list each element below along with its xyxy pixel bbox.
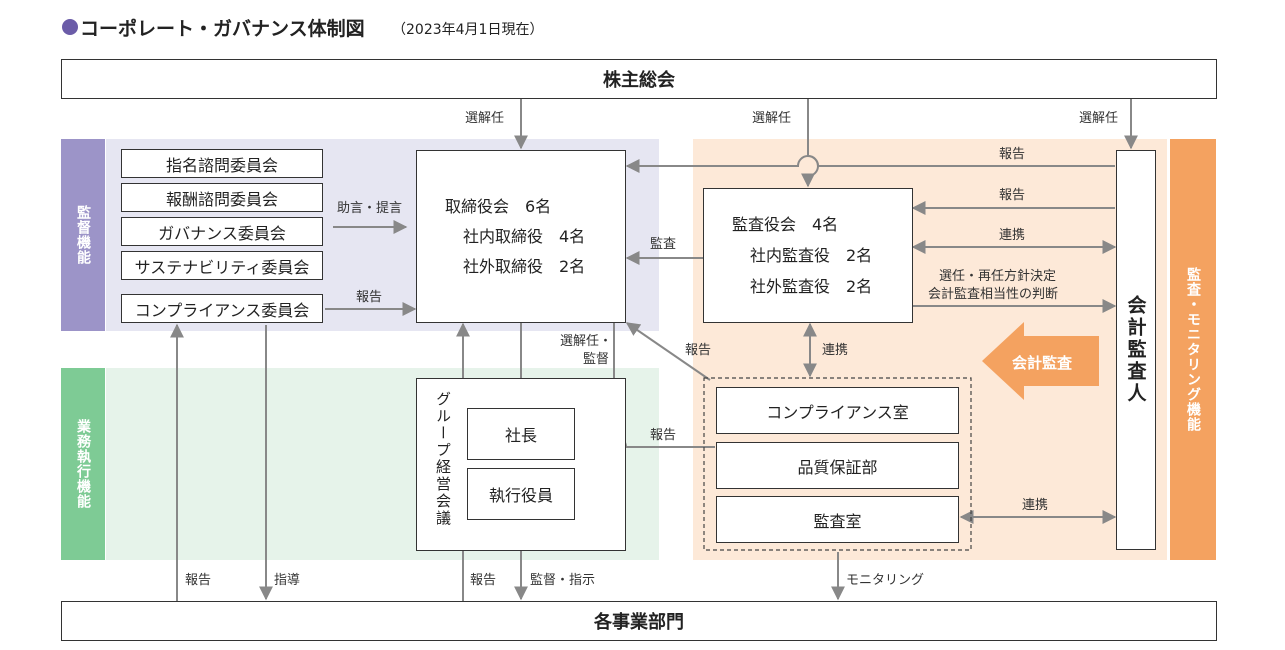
execution-sidebar: 業務執行機能 xyxy=(61,368,105,560)
sustainability-committee: サステナビリティ委員会 xyxy=(121,251,323,280)
compliance-committee: コンプライアンス委員会 xyxy=(121,294,323,323)
compensation-committee: 報酬諮問委員会 xyxy=(121,183,323,212)
label-appoint-policy-1: 選任・再任方針決定 xyxy=(939,269,1057,284)
business-divisions: 各事業部門 xyxy=(61,601,1217,641)
label-report-mid: 報告 xyxy=(685,343,712,358)
label-cooperation2: 連携 xyxy=(822,343,849,358)
supervision-sidebar: 監督機能 xyxy=(61,139,105,331)
board-external: 社外取締役 2名 xyxy=(463,256,586,276)
date-note: （2023年4月1日現在） xyxy=(392,22,544,38)
label-report-top1: 報告 xyxy=(999,147,1026,162)
label-report-top2: 報告 xyxy=(999,188,1026,203)
board-internal: 社内取締役 4名 xyxy=(463,226,586,246)
label-report-compliance: 報告 xyxy=(356,290,383,305)
nomination-committee: 指名諮問委員会 xyxy=(121,149,323,178)
governance-committee: ガバナンス委員会 xyxy=(121,217,323,246)
executive-officers: 執行役員 xyxy=(467,468,575,520)
compliance-office: コンプライアンス室 xyxy=(716,387,959,434)
label-report-bottom2: 報告 xyxy=(470,573,497,588)
label-appoint-policy-2: 会計監査相当性の判断 xyxy=(928,287,1059,302)
quality-assurance-dept: 品質保証部 xyxy=(716,442,959,489)
audit-board: 監査役会 4名 社内監査役 2名 社外監査役 2名 xyxy=(703,188,913,323)
label-elect-supervise-1: 選解任・ xyxy=(560,334,613,349)
label-monitoring: モニタリング xyxy=(846,573,925,588)
audit-board-external: 社外監査役 2名 xyxy=(750,277,873,296)
label-cooperation3: 連携 xyxy=(1022,498,1049,513)
president: 社長 xyxy=(467,408,575,460)
label-cooperation1: 連携 xyxy=(999,228,1026,243)
accounting-audit-label: 会計監査 xyxy=(1012,354,1073,372)
label-supervise-direct: 監督・指示 xyxy=(530,573,596,588)
label-elect-accounting: 選解任 xyxy=(1079,111,1119,126)
accounting-audit-arrow xyxy=(982,322,1099,400)
label-elect-board: 選解任 xyxy=(465,111,505,126)
audit-board-title: 監査役会 4名 xyxy=(732,215,839,234)
accounting-auditor: 会計監査人 xyxy=(1116,150,1156,550)
audit-monitoring-sidebar: 監査・モニタリング機能 xyxy=(1170,139,1216,560)
board-title: 取締役会 6名 xyxy=(445,196,552,216)
group-management-meeting: グループ経営会議 xyxy=(416,378,626,551)
audit-office: 監査室 xyxy=(716,496,959,543)
label-elect-supervise-2: 監督 xyxy=(583,352,610,367)
label-advice: 助言・提言 xyxy=(337,201,403,216)
shareholders-meeting: 株主総会 xyxy=(61,59,1217,99)
label-report-bottom1: 報告 xyxy=(185,573,212,588)
label-report-president: 報告 xyxy=(650,428,677,443)
board-of-directors: 取締役会 6名 社内取締役 4名 社外取締役 2名 xyxy=(416,150,626,323)
label-guidance: 指導 xyxy=(274,573,301,588)
page-title: コーポレート・ガバナンス体制図 xyxy=(80,18,365,40)
label-elect-auditors: 選解任 xyxy=(752,111,792,126)
audit-board-internal: 社内監査役 2名 xyxy=(750,246,873,265)
label-audit: 監査 xyxy=(650,237,677,252)
title-bullet xyxy=(62,19,78,35)
